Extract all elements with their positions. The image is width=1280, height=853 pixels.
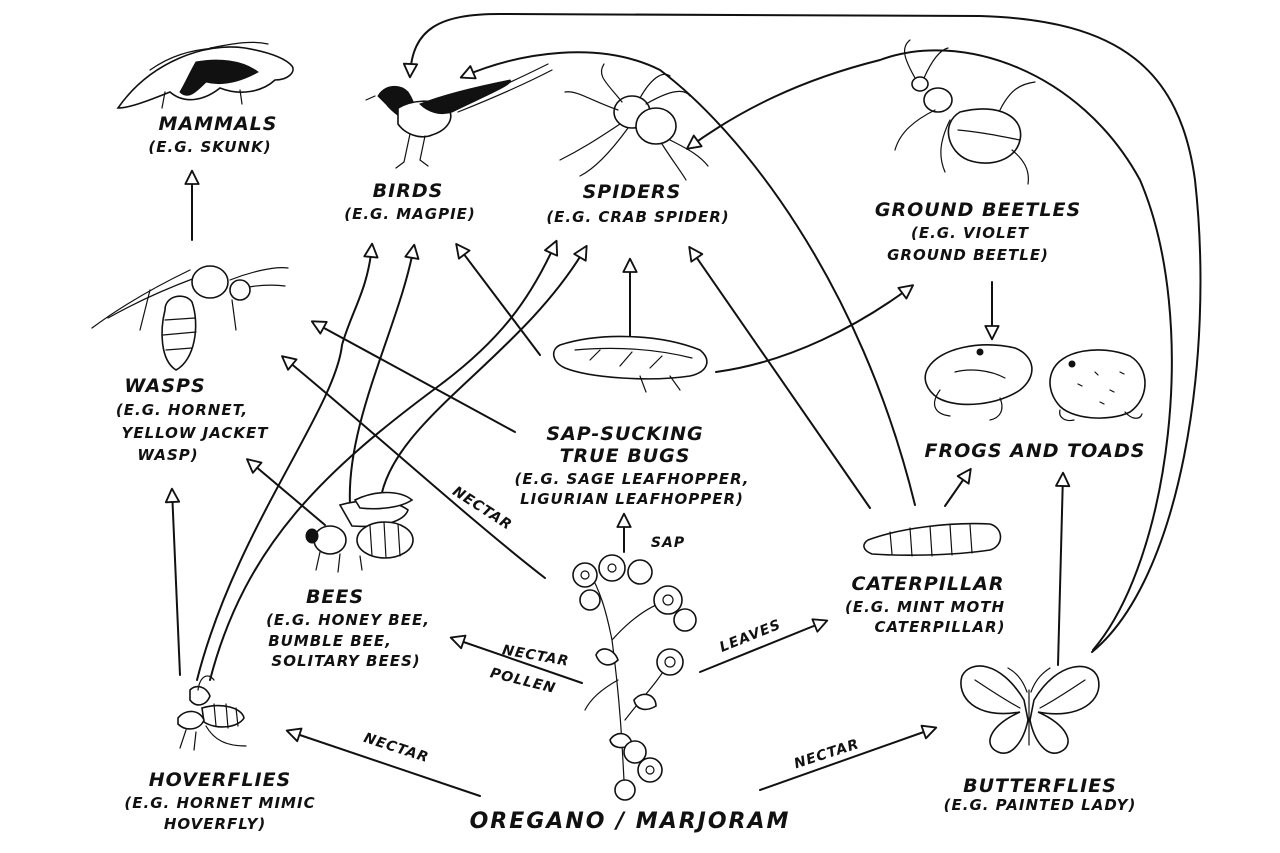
hoverflies-example-2: HOVERFLY): [164, 815, 266, 833]
caterpillar-icon: [863, 522, 1002, 557]
edge-label-sap: SAP: [651, 535, 685, 551]
label-hoverflies: HOVERFLIES (e.g. HORNET MIMIC HOVERFLY): [124, 769, 315, 833]
wasps-name: WASPS: [124, 375, 205, 397]
arrow-bees-to-wasps: [246, 458, 326, 526]
caterpillar-example-1: (e.g. MINT MOTH: [845, 598, 1005, 616]
wasps-example-1: (e.g. HORNET,: [116, 401, 248, 419]
edge-label-nectar-bees: NECTAR: [501, 642, 570, 670]
arrow-butterflies-to-frogs: [1055, 471, 1071, 666]
arrow-caterpillar-to-birds: [459, 51, 916, 506]
label-spiders: SPIDERS (e.g. CRAB SPIDER): [546, 181, 729, 226]
sap-bugs-name-1: SAP-SUCKING: [546, 423, 703, 445]
spiders-example: (e.g. CRAB SPIDER): [546, 208, 729, 226]
bee-icon: [305, 491, 414, 573]
ground-beetles-name: GROUND BEETLES: [875, 199, 1081, 221]
arrows: [164, 13, 1202, 797]
birds-example: (e.g. MAGPIE): [344, 205, 476, 223]
butterflies-example: (e.g. PAINTED LADY): [944, 796, 1137, 814]
toad-icon: [1049, 349, 1146, 422]
frogs-name: FROGS AND TOADS: [925, 440, 1146, 462]
butterflies-name: BUTTERFLIES: [963, 775, 1117, 797]
arrow-caterpillar-to-frogs: [944, 467, 972, 507]
label-mammals: MAMMALS (e.g. SKUNK): [148, 113, 278, 156]
birds-name: BIRDS: [373, 180, 444, 202]
wasps-example-2: YELLOW JACKET: [121, 424, 269, 442]
ground-beetles-example-2: GROUND BEETLE): [887, 246, 1049, 264]
arrow-sapbugs-to-birds: [455, 243, 541, 356]
edge-labels: NECTAR SAP NECTAR POLLEN LEAVES NECTAR N…: [362, 484, 862, 773]
hoverfly-icon: [177, 675, 247, 751]
edge-label-leaves: LEAVES: [717, 617, 783, 656]
bees-example-3: SOLITARY BEES): [271, 652, 420, 670]
arrow-caterpillar-to-spiders: [688, 245, 871, 509]
arrow-butterflies-to-spiders: [685, 49, 1173, 651]
frog-icon: [924, 344, 1033, 421]
skunk-icon: [116, 41, 294, 109]
spiders-name: SPIDERS: [583, 181, 682, 203]
mammals-name: MAMMALS: [159, 113, 278, 135]
ground-beetles-example-1: (e.g. VIOLET: [911, 224, 1030, 242]
hornet-icon: [91, 265, 289, 371]
mammals-example: (e.g. SKUNK): [148, 138, 271, 156]
leafhopper-icon: [552, 335, 708, 393]
arrow-oregano-to-bees: [449, 634, 583, 684]
arrow-oregano-to-wasps: [281, 355, 546, 579]
arrow-bees-to-birds-1: [348, 243, 420, 506]
butterfly-icon: [960, 665, 1100, 754]
arrow-butterflies-to-birds: [402, 13, 1202, 653]
label-oregano: OREGANO / MARJORAM: [470, 809, 791, 834]
label-wasps: WASPS (e.g. HORNET, YELLOW JACKET WASP): [116, 375, 269, 464]
sap-bugs-example-1: (e.g. SAGE LEAFHOPPER,: [515, 470, 750, 488]
oregano-plant-icon: [572, 554, 697, 801]
sap-bugs-example-2: LIGURIAN LEAFHOPPER): [520, 490, 744, 508]
bees-example-1: (e.g. HONEY BEE,: [266, 611, 430, 629]
caterpillar-example-2: CATERPILLAR): [875, 618, 1006, 636]
caterpillar-name: CATERPILLAR: [852, 573, 1005, 595]
wasps-example-3: WASP): [137, 446, 198, 464]
arrow-oregano-to-caterpillar: [699, 618, 829, 673]
arrow-sapbugs-to-beetles: [715, 284, 915, 373]
label-butterflies: BUTTERFLIES (e.g. PAINTED LADY): [944, 775, 1137, 814]
sap-bugs-name-2: TRUE BUGS: [560, 445, 691, 467]
label-bees: BEES (e.g. HONEY BEE, BUMBLE BEE, SOLITA…: [266, 586, 430, 670]
crab-spider-icon: [559, 63, 709, 181]
bees-example-2: BUMBLE BEE,: [268, 632, 392, 650]
label-birds: BIRDS (e.g. MAGPIE): [344, 180, 476, 223]
arrow-oregano-to-butterflies: [759, 724, 938, 791]
arrow-hoverflies-to-wasps: [164, 487, 181, 676]
edge-label-nectar-hoverflies: NECTAR: [362, 730, 431, 766]
label-ground-beetles: GROUND BEETLES (e.g. VIOLET GROUND BEETL…: [875, 199, 1081, 264]
hoverflies-name: HOVERFLIES: [149, 769, 292, 791]
bees-name: BEES: [306, 586, 364, 608]
arrow-hoverflies-to-birds: [196, 242, 379, 681]
label-sap-bugs: SAP-SUCKING TRUE BUGS (e.g. SAGE LEAFHOP…: [515, 423, 750, 508]
arrow-sapbugs-to-wasps: [310, 320, 516, 433]
hoverflies-example-1: (e.g. HORNET MIMIC: [124, 794, 315, 812]
arrow-bees-to-spiders: [379, 244, 588, 504]
label-frogs: FROGS AND TOADS: [925, 440, 1146, 462]
arrow-oregano-to-hoverflies: [285, 727, 481, 797]
ground-beetle-icon: [894, 39, 1036, 185]
arrow-hoverflies-to-spiders: [209, 239, 559, 681]
oregano-name: OREGANO / MARJORAM: [470, 809, 791, 834]
label-caterpillar: CATERPILLAR (e.g. MINT MOTH CATERPILLAR): [845, 573, 1006, 636]
magpie-icon: [365, 63, 553, 169]
